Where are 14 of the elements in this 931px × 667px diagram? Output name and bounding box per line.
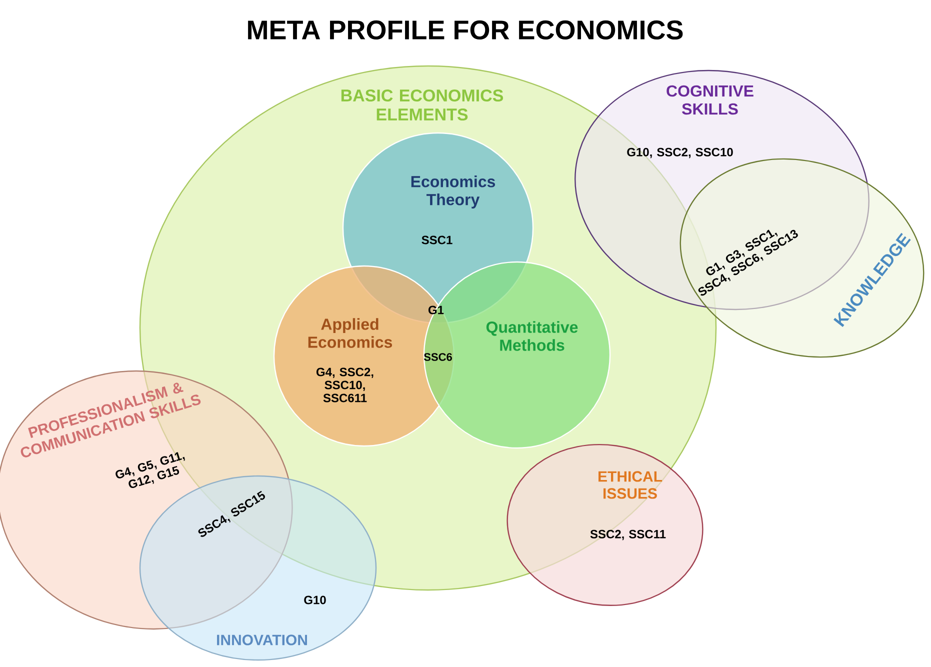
circle-title: Quantitative Methods (486, 321, 578, 351)
code-list: G10 (304, 596, 326, 604)
circle-title: Applied Economics (308, 318, 392, 348)
title: META PROFILE FOR ECONOMICS (248, 20, 683, 40)
code-list: G10, SSC2, SSC10 (627, 148, 733, 158)
circle-title: COGNITIVE SKILLS (666, 85, 754, 115)
circle-title: Economics Theory (411, 176, 496, 208)
code-list: G4, G5, G11, G12, G15 (116, 452, 185, 488)
code-list: SSC2, SSC11 (590, 530, 666, 540)
circle-title: INNOVATION (217, 634, 307, 646)
circle-title: ETHICAL ISSUES (598, 471, 662, 499)
code-list: SSC1 (422, 236, 452, 244)
code-list: G4, SSC2, SSC10, SSC611 (316, 368, 374, 402)
circle-title: BASIC ECONOMICS ELEMENTS (341, 89, 504, 121)
